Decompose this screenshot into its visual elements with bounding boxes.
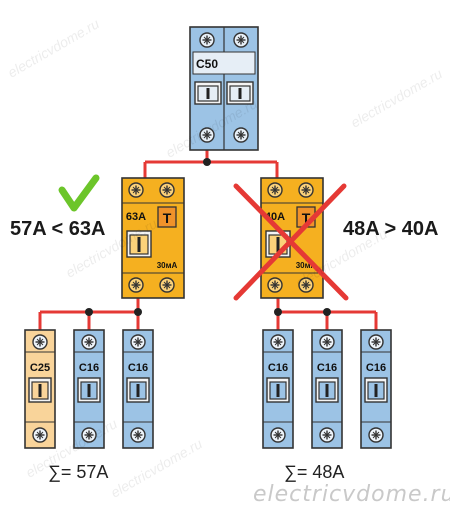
rcd-left: 63A T 30мА <box>121 177 185 299</box>
junction-node <box>274 308 282 316</box>
rcd-left-test-letter: T <box>163 210 172 226</box>
junction-node <box>203 158 211 166</box>
breaker-toggle <box>28 377 52 403</box>
screw-terminal-icon <box>199 127 215 143</box>
rcd-left-leak-current: 30мА <box>157 261 178 270</box>
rcd-left-rating: 63A <box>126 211 146 223</box>
junction-node <box>323 308 331 316</box>
screw-terminal-icon <box>81 334 97 350</box>
junction-node <box>134 308 142 316</box>
screw-terminal-icon <box>270 334 286 350</box>
junction-node <box>85 308 93 316</box>
breaker-toggle <box>226 81 254 105</box>
left-breaker-1-rating: C25 <box>30 362 50 374</box>
screw-terminal-icon <box>128 182 144 198</box>
right-breaker-1: C16 <box>262 329 294 449</box>
right-breaker-3: C16 <box>360 329 392 449</box>
screw-terminal-icon <box>32 334 48 350</box>
screw-terminal-icon <box>159 277 175 293</box>
breaker-toggle <box>126 377 150 403</box>
screw-terminal-icon <box>233 32 249 48</box>
screw-terminal-icon <box>267 277 283 293</box>
left-total-label: ∑= 57A <box>48 462 109 482</box>
screw-terminal-icon <box>130 334 146 350</box>
right-breaker-2-rating: C16 <box>317 362 337 374</box>
rcd-right-leak-current: 30мА <box>296 261 317 270</box>
screw-terminal-icon <box>270 427 286 443</box>
left-breaker-2-rating: C16 <box>79 362 99 374</box>
site-watermark: electricvdome.ru <box>253 482 450 507</box>
screw-terminal-icon <box>298 182 314 198</box>
screw-terminal-icon <box>298 277 314 293</box>
right-breaker-3-rating: C16 <box>366 362 386 374</box>
test-button-icon <box>157 206 177 228</box>
screw-terminal-icon <box>81 427 97 443</box>
main-breaker-rating: C50 <box>196 57 218 71</box>
right-comparison-label: 48A > 40A <box>343 218 439 240</box>
left-comparison-label: 57A < 63A <box>10 218 106 240</box>
screw-terminal-icon <box>368 427 384 443</box>
left-breaker-2: C16 <box>73 329 105 449</box>
breaker-toggle <box>77 377 101 403</box>
screw-terminal-icon <box>267 182 283 198</box>
left-breaker-3: C16 <box>122 329 154 449</box>
screw-terminal-icon <box>319 427 335 443</box>
right-breaker-2: C16 <box>311 329 343 449</box>
breaker-toggle <box>126 230 152 258</box>
check-mark-icon <box>58 174 100 212</box>
right-breaker-1-rating: C16 <box>268 362 288 374</box>
screw-terminal-icon <box>130 427 146 443</box>
screw-terminal-icon <box>368 334 384 350</box>
breaker-toggle <box>364 377 388 403</box>
right-total-label: ∑= 48A <box>284 462 345 482</box>
breaker-toggle <box>266 377 290 403</box>
screw-terminal-icon <box>233 127 249 143</box>
breaker-toggle <box>194 81 222 105</box>
screw-terminal-icon <box>159 182 175 198</box>
cross-mark-icon <box>233 183 349 301</box>
screw-terminal-icon <box>128 277 144 293</box>
screw-terminal-icon <box>199 32 215 48</box>
main-breaker: C50 <box>189 26 259 151</box>
screw-terminal-icon <box>32 427 48 443</box>
left-breaker-1: C25 <box>24 329 56 449</box>
screw-terminal-icon <box>319 334 335 350</box>
left-breaker-3-rating: C16 <box>128 362 148 374</box>
rcd-right-test-letter: T <box>302 210 311 226</box>
breaker-toggle <box>315 377 339 403</box>
